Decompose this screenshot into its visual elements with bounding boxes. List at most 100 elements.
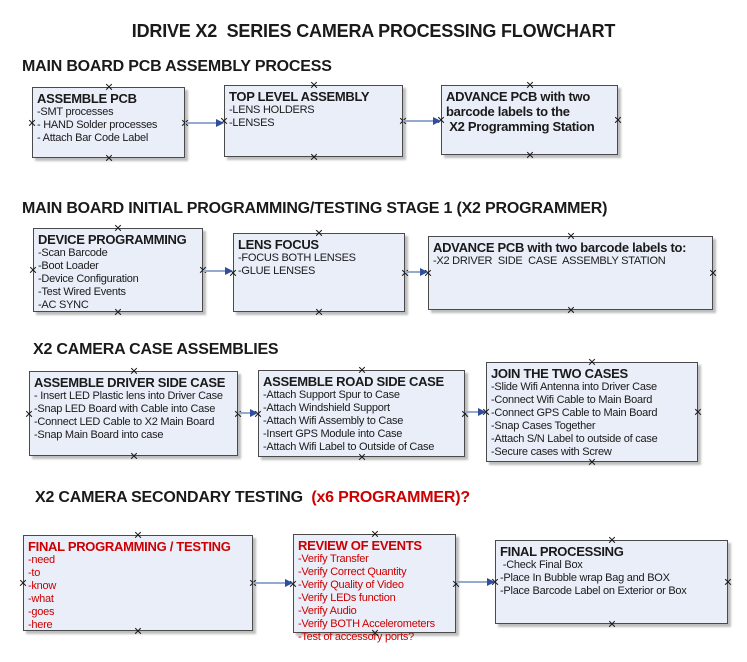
connection-handle-icon [608, 620, 616, 628]
connection-handle-icon [315, 308, 323, 316]
connection-handle-icon [614, 116, 622, 124]
connection-handle-icon [134, 531, 142, 539]
box-title: JOIN THE TWO CASES [491, 366, 628, 381]
box-final-programming-testing: FINAL PROGRAMMING / TESTING-need-to-know… [23, 535, 253, 631]
box-item: -Attach Support Spur to Case [263, 389, 400, 401]
box-title: DEVICE PROGRAMMING [38, 232, 187, 247]
box-item: -Device Configuration [38, 273, 139, 285]
box-title: ASSEMBLE DRIVER SIDE CASE [34, 375, 226, 390]
box-item: - Attach Bar Code Label [37, 132, 149, 144]
box-title: TOP LEVEL ASSEMBLY [229, 89, 370, 104]
arrow-line [253, 582, 288, 584]
box-assemble-pcb: ASSEMBLE PCB-SMT processes- HAND Solder … [32, 87, 185, 158]
connection-handle-icon [29, 266, 37, 274]
arrowhead-icon [433, 116, 441, 125]
arrowhead-icon [420, 267, 428, 276]
box-item: -SMT processes [37, 106, 114, 118]
flow-arrow [253, 577, 293, 589]
box-item: -Test of accessory ports? [298, 631, 415, 643]
box-assemble-driver-side-case: ASSEMBLE DRIVER SIDE CASE- Insert LED Pl… [29, 371, 238, 456]
section-heading-secondary-testing: X2 CAMERA SECONDARY TESTING (x6 PROGRAMM… [35, 489, 470, 507]
arrowhead-icon [225, 266, 233, 275]
box-item: -Boot Loader [38, 260, 99, 272]
box-item: -Verify Correct Quantity [298, 566, 407, 578]
flow-arrow [405, 266, 428, 278]
box-item: -Slide Wifi Antenna into Driver Case [491, 381, 657, 393]
box-join-the-two-cases: JOIN THE TWO CASES-Slide Wifi Antenna in… [486, 362, 698, 462]
section-heading-case-assemblies: X2 CAMERA CASE ASSEMBLIES [33, 341, 279, 358]
section-heading-initial-programming: MAIN BOARD INITIAL PROGRAMMING/TESTING S… [22, 200, 608, 217]
connection-handle-icon [310, 153, 318, 161]
box-item: -here [28, 619, 53, 631]
box-item: -Snap Main Board into case [34, 429, 164, 441]
box-item: -Attach Wifi Label to Outside of Case [263, 441, 435, 453]
connection-handle-icon [28, 119, 36, 127]
arrow-line [465, 411, 481, 413]
box-title: REVIEW OF EVENTS [298, 538, 422, 553]
connection-handle-icon [19, 579, 27, 587]
connection-handle-icon [371, 530, 379, 538]
arrowhead-icon [250, 408, 258, 417]
flow-arrow [185, 117, 224, 129]
box-item: -Verify LEDs function [298, 592, 396, 604]
box-item: -Place In Bubble wrap Bag and BOX [500, 572, 670, 584]
arrowhead-icon [487, 577, 495, 586]
box-item: -Attach S/N Label to outside of case [491, 433, 658, 445]
box-title: ADVANCE PCB with two barcode labels to: [433, 240, 687, 255]
flow-arrow [403, 115, 441, 127]
box-item: -Place Barcode Label on Exterior or Box [500, 585, 687, 597]
connection-handle-icon [588, 358, 596, 366]
arrowhead-icon [216, 118, 224, 127]
connection-handle-icon [105, 154, 113, 162]
connection-handle-icon [709, 269, 717, 277]
arrow-line [238, 412, 253, 414]
box-item: -LENS HOLDERS [229, 104, 315, 116]
box-title: ASSEMBLE ROAD SIDE CASE [263, 374, 444, 389]
page-title: IDRIVE X2 SERIES CAMERA PROCESSING FLOWC… [131, 21, 616, 41]
arrowhead-icon [478, 407, 486, 416]
connection-handle-icon [315, 229, 323, 237]
box-advance-pcb-programming-station: ADVANCE PCB with two barcode labels to t… [441, 85, 618, 155]
connection-handle-icon [130, 452, 138, 460]
connection-handle-icon [588, 458, 596, 466]
heading-red-part: (x6 PROGRAMMER)? [307, 489, 470, 506]
box-item: -Check Final Box [500, 559, 583, 571]
box-item: -Verify Transfer [298, 553, 369, 565]
connection-handle-icon [130, 367, 138, 375]
box-item: -need [28, 554, 55, 566]
connection-handle-icon [358, 453, 366, 461]
arrow-line [403, 120, 436, 122]
box-item: -goes [28, 606, 55, 618]
connection-handle-icon [310, 81, 318, 89]
box-item: - Insert LED Plastic lens into Driver Ca… [34, 390, 223, 402]
arrow-line [185, 122, 219, 124]
box-item: -Verify BOTH Accelerometers [298, 618, 435, 630]
arrowhead-icon [285, 578, 293, 587]
box-top-level-assembly: TOP LEVEL ASSEMBLY-LENS HOLDERS-LENSES [224, 85, 403, 157]
flow-arrow [456, 576, 495, 588]
box-final-processing: FINAL PROCESSING -Check Final Box-Place … [495, 540, 728, 624]
box-item: -Test Wired Events [38, 286, 126, 298]
connection-handle-icon [25, 410, 33, 418]
box-item: -Snap Cases Together [491, 420, 596, 432]
arrow-line [405, 271, 423, 273]
box-title: ASSEMBLE PCB [37, 91, 137, 106]
heading-black-part: X2 CAMERA SECONDARY TESTING [35, 489, 308, 506]
connection-handle-icon [694, 408, 702, 416]
box-assemble-road-side-case: ASSEMBLE ROAD SIDE CASE-Attach Support S… [258, 370, 465, 457]
box-advance-pcb-driver-side: ADVANCE PCB with two barcode labels to:-… [428, 236, 713, 310]
box-item: -Connect Wifi Cable to Main Board [491, 394, 653, 406]
connection-handle-icon [526, 81, 534, 89]
box-item: -Verify Audio [298, 605, 357, 617]
connection-handle-icon [114, 224, 122, 232]
box-item: -what [28, 593, 54, 605]
box-item: -Secure cases with Screw [491, 446, 612, 458]
box-title: ADVANCE PCB with two barcode labels to t… [446, 89, 595, 134]
box-item: -know [28, 580, 57, 592]
box-lens-focus: LENS FOCUS-FOCUS BOTH LENSES-GLUE LENSES [233, 233, 405, 312]
box-item: -GLUE LENSES [238, 265, 316, 277]
connection-handle-icon [724, 578, 732, 586]
section-heading-pcb-assembly: MAIN BOARD PCB ASSEMBLY PROCESS [22, 58, 332, 75]
box-item: -Connect LED Cable to X2 Main Board [34, 416, 215, 428]
